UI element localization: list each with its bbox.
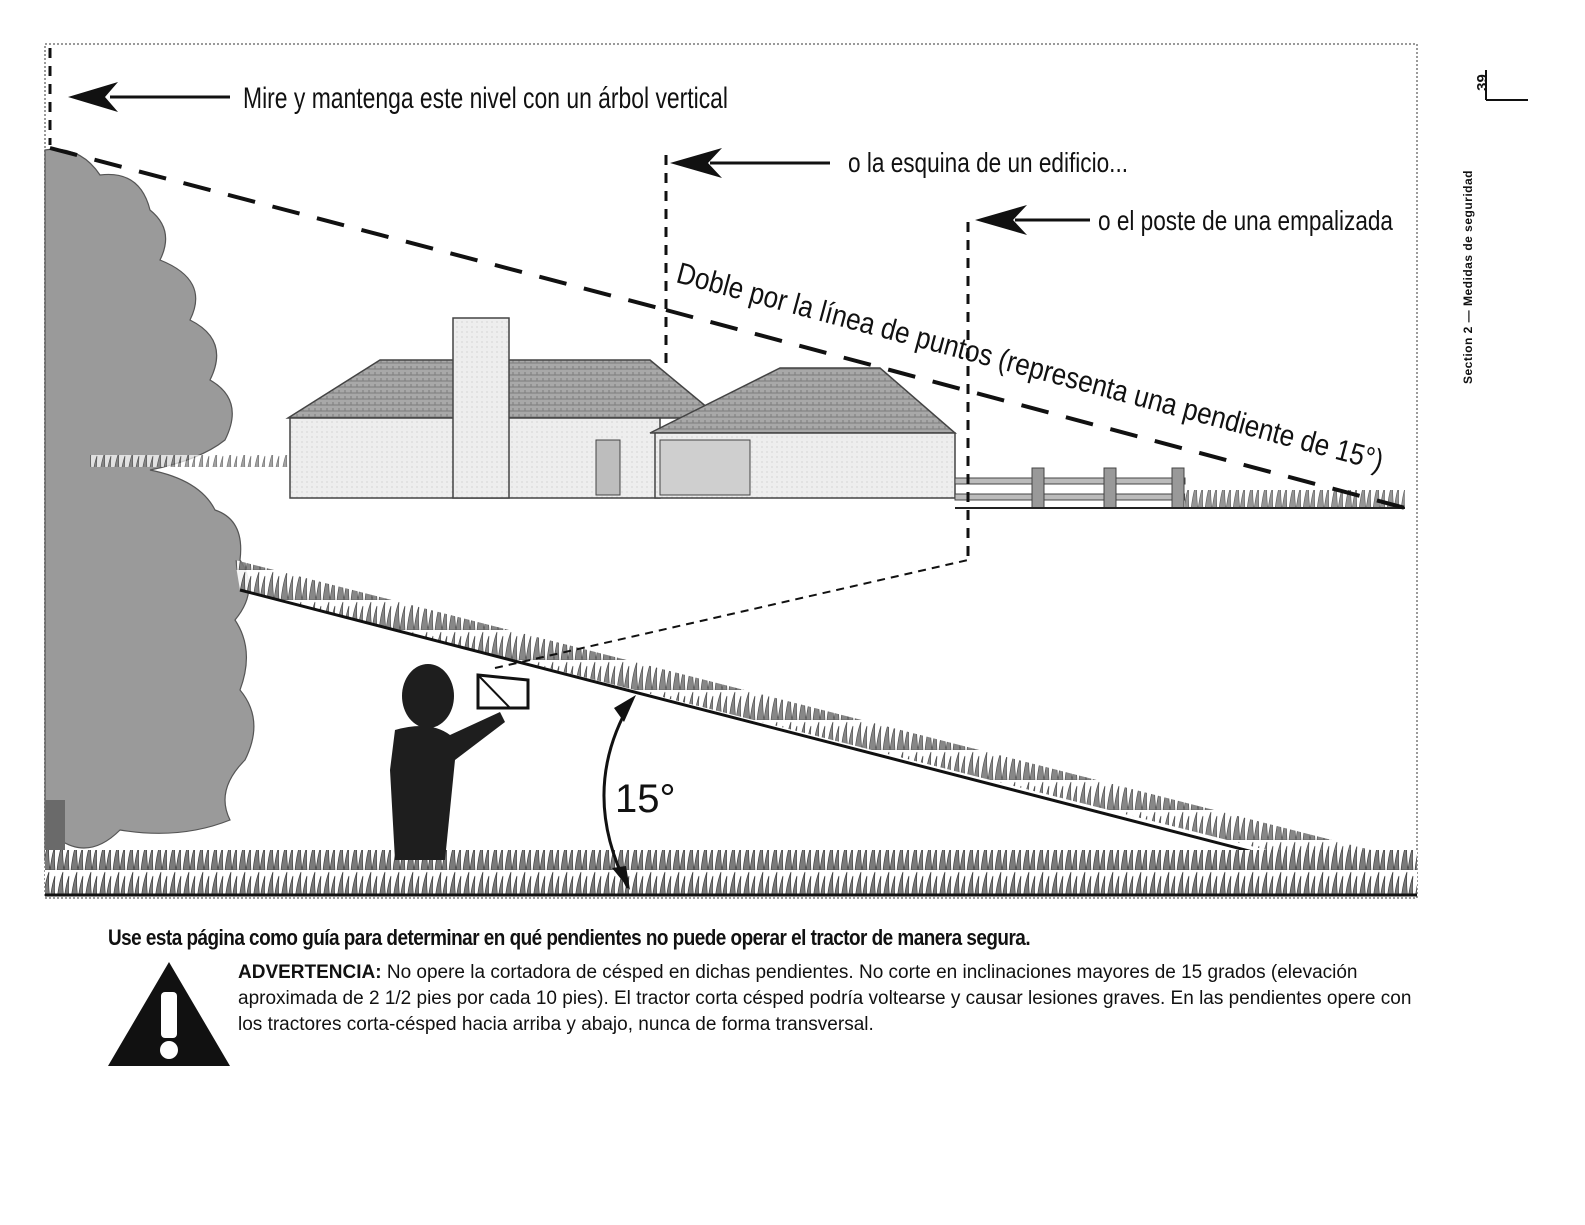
warning-text: ADVERTENCIA: No opere la cortadora de cé… [238,960,1418,1038]
callout-tree: Mire y mantenga este nivel con un árbol … [243,82,728,115]
fold-line [665,308,1406,510]
slope-line [239,588,1401,892]
warning-label: ADVERTENCIA: [238,962,382,983]
angle-arc [602,699,634,889]
callout-fence: o el poste de una empalizada [1098,205,1393,236]
arrow-left-icon [68,82,230,112]
distant-ground [90,455,300,467]
level-sight-line [494,559,969,669]
guide-heading: Use esta página como guía para determina… [108,925,1031,950]
tree [44,148,255,862]
slope-grass [235,560,1410,885]
warning-triangle-icon [108,962,230,1066]
bottom-grass [45,850,1417,896]
arrow-left-icon [670,148,830,178]
sighting-device [476,673,530,710]
page-number: 39 [1473,74,1491,91]
callout-building: o la esquina de un edificio... [848,147,1128,178]
upper-sight-line [49,146,667,312]
arrow-left-icon [975,205,1090,235]
person-silhouette [390,664,505,860]
angle-label: 15° [615,777,676,821]
warning-body: No opere la cortadora de césped en dicha… [238,962,1412,1035]
house [285,317,958,499]
section-tab: 39 Section 2 — Medidas de seguridad [1448,70,1528,430]
slope-guide-figure: Mire y mantenga este nivel con un árbol … [44,43,1418,899]
section-label: Section 2 — Medidas de seguridad [1461,169,1475,385]
